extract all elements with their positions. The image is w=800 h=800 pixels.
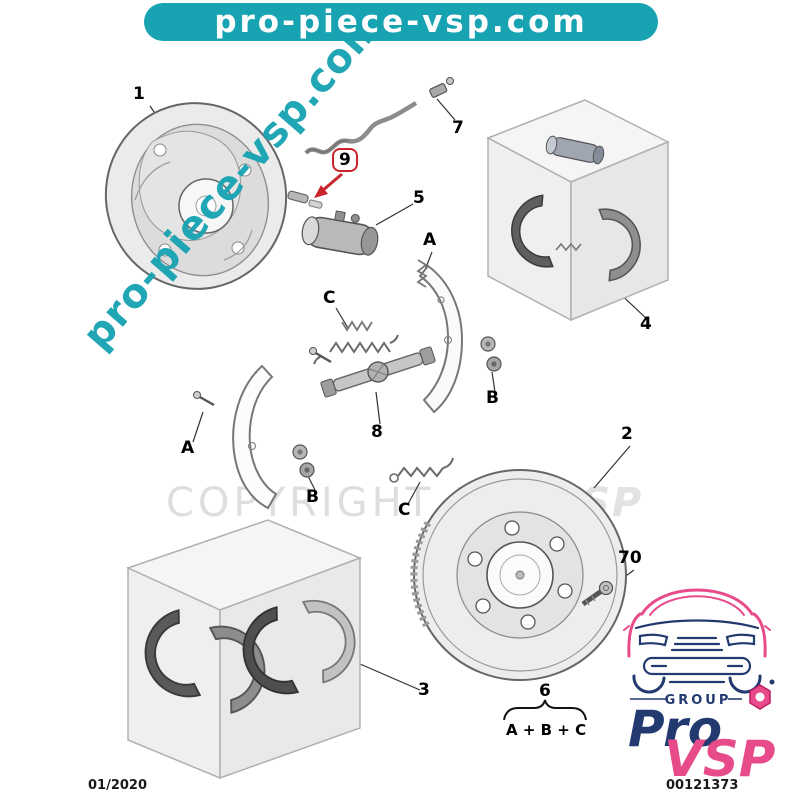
part-shoe-assembly xyxy=(193,259,502,510)
callout-3: 3 xyxy=(418,680,430,700)
callout-4: 4 xyxy=(640,314,652,334)
callout-7: 7 xyxy=(452,118,464,138)
footer-date: 01/2020 xyxy=(88,778,148,793)
callout-b-left: B xyxy=(306,487,319,507)
callout-9: 9 xyxy=(332,148,358,172)
brace-6 xyxy=(503,699,587,721)
callout-2: 2 xyxy=(621,424,633,444)
formula-abc: A + B + C xyxy=(506,721,587,739)
callout-a-left: A xyxy=(181,438,195,458)
footer-reference: 00121373 xyxy=(666,778,739,793)
group-row: GROUP xyxy=(630,679,775,710)
part-kit-box-4 xyxy=(486,99,670,322)
site-banner: pro-piece-vsp.com xyxy=(144,3,658,41)
part-screw-70 xyxy=(581,580,614,607)
callout-b-right: B xyxy=(486,388,499,408)
part-wheel-cylinder xyxy=(301,210,379,256)
callout-5: 5 xyxy=(413,188,425,208)
leader-lines xyxy=(149,98,649,691)
logo-vsp-text: VSP xyxy=(664,730,775,780)
hold-down-pin-left xyxy=(193,391,215,407)
part-brake-drum xyxy=(410,469,627,681)
callout-a-top: A xyxy=(423,230,437,250)
part-handbrake-cable xyxy=(304,77,454,155)
copyright-text: COPYRIGHT xyxy=(166,480,435,526)
arrow-9 xyxy=(314,172,343,198)
callout-c-bottom: C xyxy=(398,500,411,520)
provsp-logo: GROUP Pro VSP xyxy=(623,588,775,780)
car-icon xyxy=(623,588,771,694)
retainer-cups-b-right xyxy=(480,336,502,372)
hex-nut-icon xyxy=(749,679,775,710)
logo-pro-text: Pro xyxy=(628,700,722,758)
logo-group-label: GROUP xyxy=(665,693,732,708)
part-kit-box-3 xyxy=(125,519,365,780)
part-backing-plate xyxy=(104,102,288,290)
callout-6: 6 xyxy=(539,681,551,701)
callout-1: 1 xyxy=(133,84,145,104)
site-title: pro-piece-vsp.com xyxy=(214,4,588,40)
hold-down-pin-mid xyxy=(309,347,332,364)
callout-8: 8 xyxy=(371,422,383,442)
part-bleed-screw xyxy=(287,190,323,209)
callout-c-top: C xyxy=(323,288,336,308)
callout-70: 70 xyxy=(618,548,642,568)
retainer-cups-b-left xyxy=(292,444,315,478)
